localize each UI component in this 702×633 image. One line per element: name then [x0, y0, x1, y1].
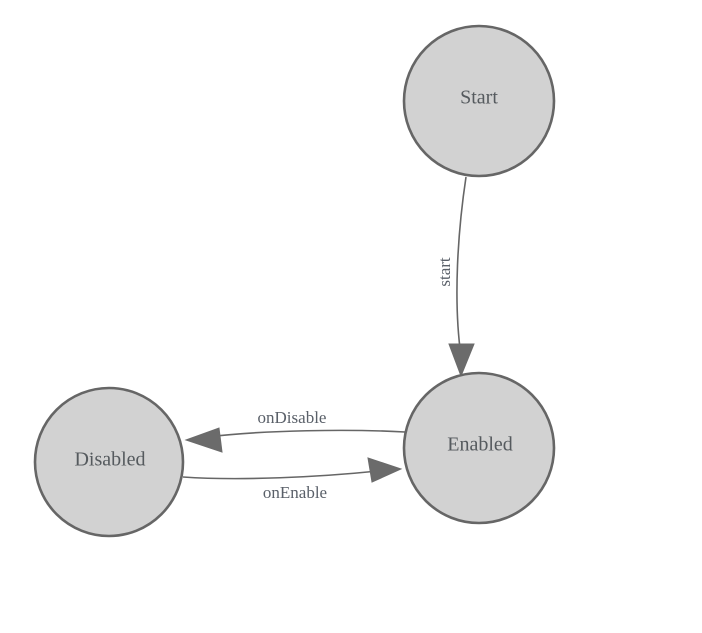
state-node-enabled-circle [402, 371, 556, 525]
state-node-enabled[interactable]: Enabled [402, 371, 556, 525]
state-node-disabled-circle [33, 386, 185, 538]
edge-label-start: start [435, 257, 454, 287]
arrowhead-icon [367, 457, 403, 483]
edge-enabled-disabled-path [206, 429, 406, 438]
edge-start-enabled[interactable]: start [435, 176, 475, 378]
state-node-start-label: Start [460, 87, 498, 109]
state-node-start-circle [402, 24, 556, 178]
edge-enabled-disabled[interactable]: onDisable [184, 408, 406, 453]
edge-disabled-enabled[interactable]: onEnable [182, 457, 403, 502]
edge-label-onenable: onEnable [263, 483, 327, 502]
state-node-enabled-label: Enabled [447, 434, 513, 456]
state-node-start[interactable]: Start [402, 24, 556, 178]
edge-disabled-enabled-path [182, 470, 379, 480]
edge-start-enabled-path [456, 176, 467, 357]
edge-label-ondisable: onDisable [258, 408, 327, 427]
arrowhead-icon [184, 427, 223, 453]
arrowhead-icon [448, 343, 475, 378]
state-node-disabled-label: Disabled [74, 449, 145, 471]
state-node-disabled[interactable]: Disabled [33, 386, 185, 538]
